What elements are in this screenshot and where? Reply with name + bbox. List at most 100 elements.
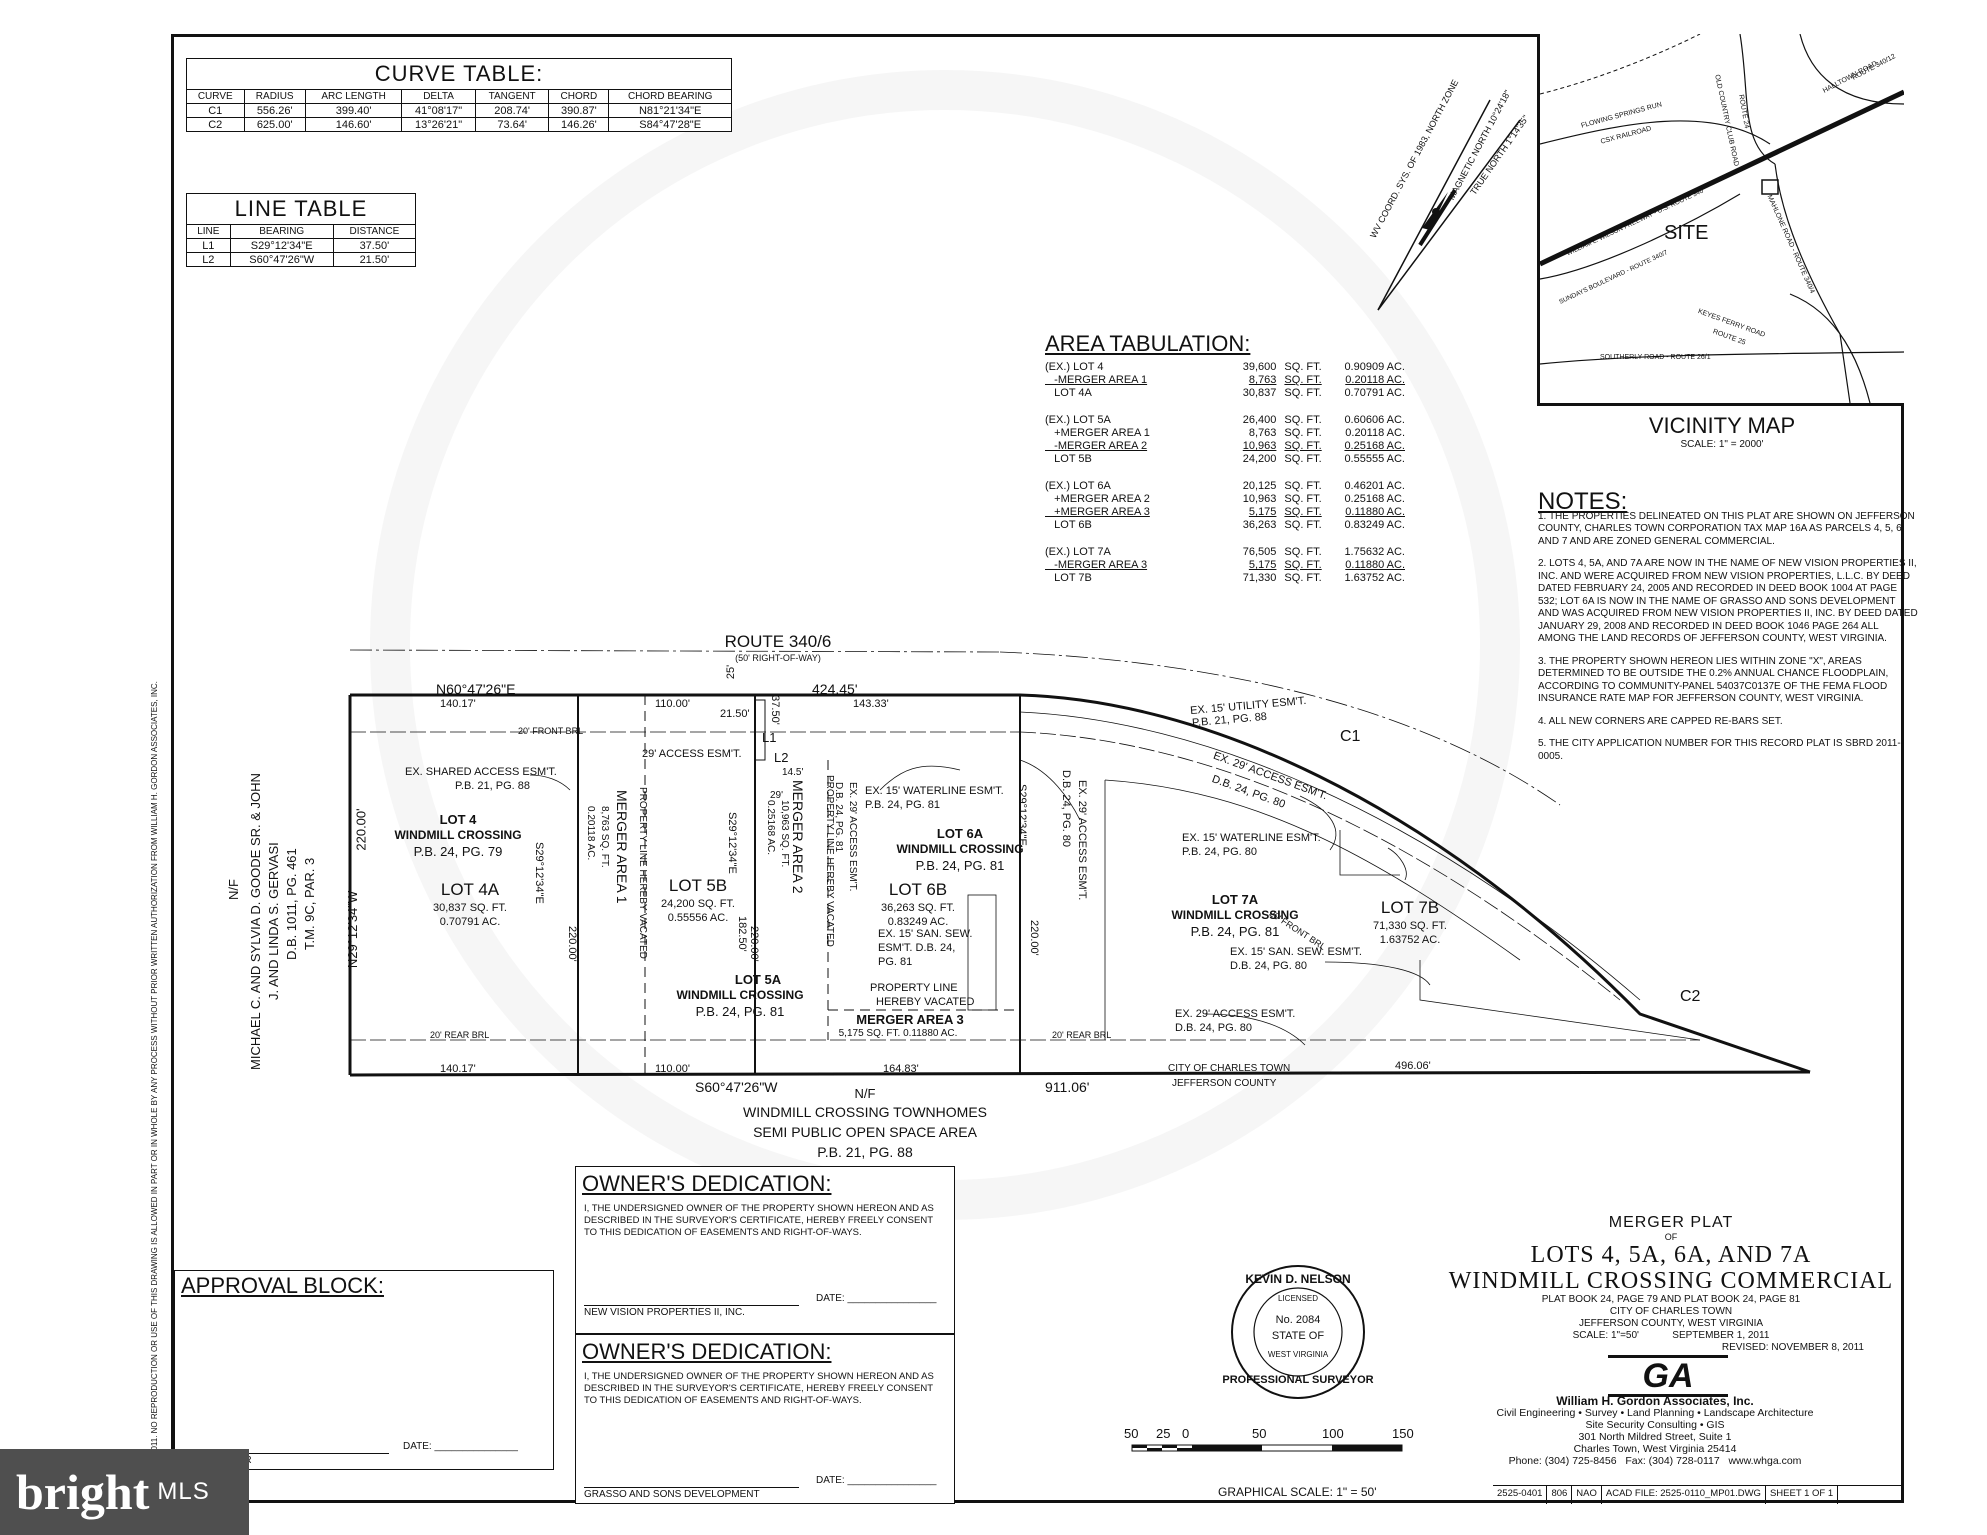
- area-unit: SQ. FT.: [1284, 374, 1322, 386]
- footer-cell: SHEET 1 OF 1: [1766, 1486, 1839, 1504]
- area-sqft: 5,175: [1248, 559, 1277, 571]
- scale-tick-label: 0: [1182, 1426, 1190, 1441]
- dist-25: 25': [725, 664, 738, 680]
- dist-18250: 182.50': [736, 916, 748, 952]
- merger-area-1-label: MERGER AREA 1: [614, 790, 630, 904]
- curve-table-header-cell: CHORD: [548, 89, 610, 104]
- lot4-sub: WINDMILL CROSSING: [394, 828, 522, 842]
- merger-area-2-label: MERGER AREA 2: [790, 780, 806, 894]
- southerly-label: SOUTHERLY ROAD - ROUTE 26/1: [1600, 354, 1711, 361]
- curve-table-cell: 146.60': [304, 117, 403, 132]
- area-acres: 0.46201 AC.: [1344, 480, 1405, 492]
- area-label: LOT 4A: [1045, 387, 1092, 399]
- sansew-2-ref: D.B. 24, PG. 80: [1230, 960, 1308, 972]
- title-block: MERGER PLAT OF LOTS 4, 5A, 6A, AND 7A WI…: [1438, 1214, 1904, 1354]
- lot4a-label: LOT 4A: [440, 880, 500, 899]
- notes-list: 1. THE PROPERTIES DELINEATED ON THIS PLA…: [1538, 511, 1918, 764]
- area-sqft: 24,200: [1242, 453, 1277, 465]
- access-e2-ref: D.B. 24, PG. 80: [1060, 770, 1072, 848]
- shared-access-ref: P.B. 21, PG. 88: [455, 780, 531, 792]
- area-label: (EX.) LOT 5A: [1045, 414, 1111, 426]
- dist-220-b: 220.00': [748, 926, 760, 962]
- area-unit: SQ. FT.: [1284, 414, 1322, 426]
- city-label: CITY OF CHARLES TOWN: [1168, 1063, 1291, 1074]
- lot4a-acres: 0.70791 AC.: [439, 916, 501, 928]
- access-e3-ref: D.B. 24, PG. 80: [1175, 1022, 1253, 1034]
- lot5b-acres: 0.55556 AC.: [667, 912, 729, 924]
- dedication-2-body: I, THE UNDERSIGNED OWNER OF THE PROPERTY…: [584, 1371, 934, 1406]
- adjoiner-west-nf: N/F: [226, 879, 241, 900]
- area-sqft: 71,330: [1242, 572, 1277, 584]
- lot6a-sub: WINDMILL CROSSING: [896, 842, 1024, 856]
- sansew-2-label: EX. 15' SAN. SEW. ESM'T.: [1230, 946, 1362, 958]
- vicinity-scale: SCALE: 1" = 2000': [1680, 439, 1764, 450]
- area-acres: 0.11880 AC.: [1345, 559, 1405, 571]
- dist-16483: 164.83': [883, 1063, 919, 1075]
- scale-bar: [1131, 1444, 1403, 1452]
- note-item: 5. THE CITY APPLICATION NUMBER FOR THIS …: [1538, 738, 1901, 762]
- area-label: LOT 7B: [1045, 572, 1092, 584]
- lot4-label: LOT 4: [439, 812, 477, 827]
- bearing-a: S29°12'34"E: [533, 842, 545, 904]
- vicinity-map-lines: [1538, 33, 1906, 404]
- dist-3750: 37.50': [768, 695, 781, 725]
- note-item: 3. THE PROPERTY SHOWN HEREON LIES WITHIN…: [1538, 655, 1889, 705]
- south-bearing: S60°47'26"W: [695, 1079, 778, 1095]
- area-unit: SQ. FT.: [1284, 480, 1322, 492]
- approval-date: DATE: _______________: [403, 1441, 518, 1452]
- curve-table-cell: S84°47'28"E: [608, 117, 732, 132]
- owner-dedication-1: OWNER'S DEDICATION: I, THE UNDERSIGNED O…: [575, 1166, 955, 1334]
- scale-tick-label: 25: [1156, 1426, 1171, 1441]
- access-e2-label: EX. 29' ACCESS ESM'T.: [1076, 780, 1088, 901]
- dist-110-top: 110.00': [655, 698, 690, 710]
- scale-tick-label: 50: [1124, 1426, 1139, 1441]
- south-total: 911.06': [1045, 1079, 1090, 1095]
- dedication-2-date: DATE: ________________: [816, 1475, 937, 1486]
- area-label: LOT 5B: [1045, 453, 1092, 465]
- adjoiner-south-ref: P.B. 21, PG. 88: [817, 1144, 913, 1160]
- west-dist: 220.00': [353, 808, 369, 851]
- lot6b-acres: 0.83249 AC.: [887, 916, 949, 928]
- title-line-7: JEFFERSON COUNTY, WEST VIRGINIA: [1578, 1318, 1764, 1329]
- area-sqft: 10,963: [1242, 440, 1277, 452]
- firm-block: William H. Gordon Associates, Inc. Civil…: [1490, 1395, 1820, 1467]
- firm-services: Civil Engineering • Survey • Land Planni…: [1496, 1407, 1814, 1419]
- dedication-1-signer: NEW VISION PROPERTIES II, INC.: [584, 1305, 799, 1318]
- north-arrow: [1377, 99, 1521, 311]
- merger-area-3-values: 5,175 SQ. FT. 0.11880 AC.: [838, 1028, 958, 1039]
- area-label: (EX.) LOT 4: [1045, 361, 1104, 373]
- bright-wordmark: bright: [16, 1464, 150, 1520]
- mls-wordmark: MLS: [157, 1478, 210, 1505]
- firm-contact: Phone: (304) 725-8456 Fax: (304) 728-011…: [1508, 1455, 1802, 1467]
- notes-title: NOTES:: [1538, 488, 1628, 515]
- area-label: LOT 6B: [1045, 519, 1092, 531]
- dist-140-top: 140.17': [440, 698, 476, 710]
- propline-3-label: PROPERTY LINE: [870, 982, 958, 994]
- firm-services-2: Site Security Consulting • GIS: [1585, 1419, 1725, 1431]
- area-tabulation-title: AREA TABULATION:: [1045, 331, 1251, 356]
- county-label: JEFFERSON COUNTY: [1172, 1078, 1277, 1089]
- dist-220-c: 220.00': [1028, 920, 1040, 956]
- waterline-1-ref: P.B. 24, PG. 81: [865, 799, 941, 811]
- adjoiner-west-owner: MICHAEL C. AND SYLVIA D. GOODE SR. & JOH…: [248, 773, 263, 1070]
- area-acres: 0.25168 AC.: [1344, 440, 1405, 452]
- sheet-border: [171, 34, 1904, 1503]
- footer-cell: NAO: [1572, 1486, 1602, 1504]
- line-table-cell: S60°47'26"W: [229, 252, 334, 267]
- line-l2-label: L2: [774, 750, 789, 765]
